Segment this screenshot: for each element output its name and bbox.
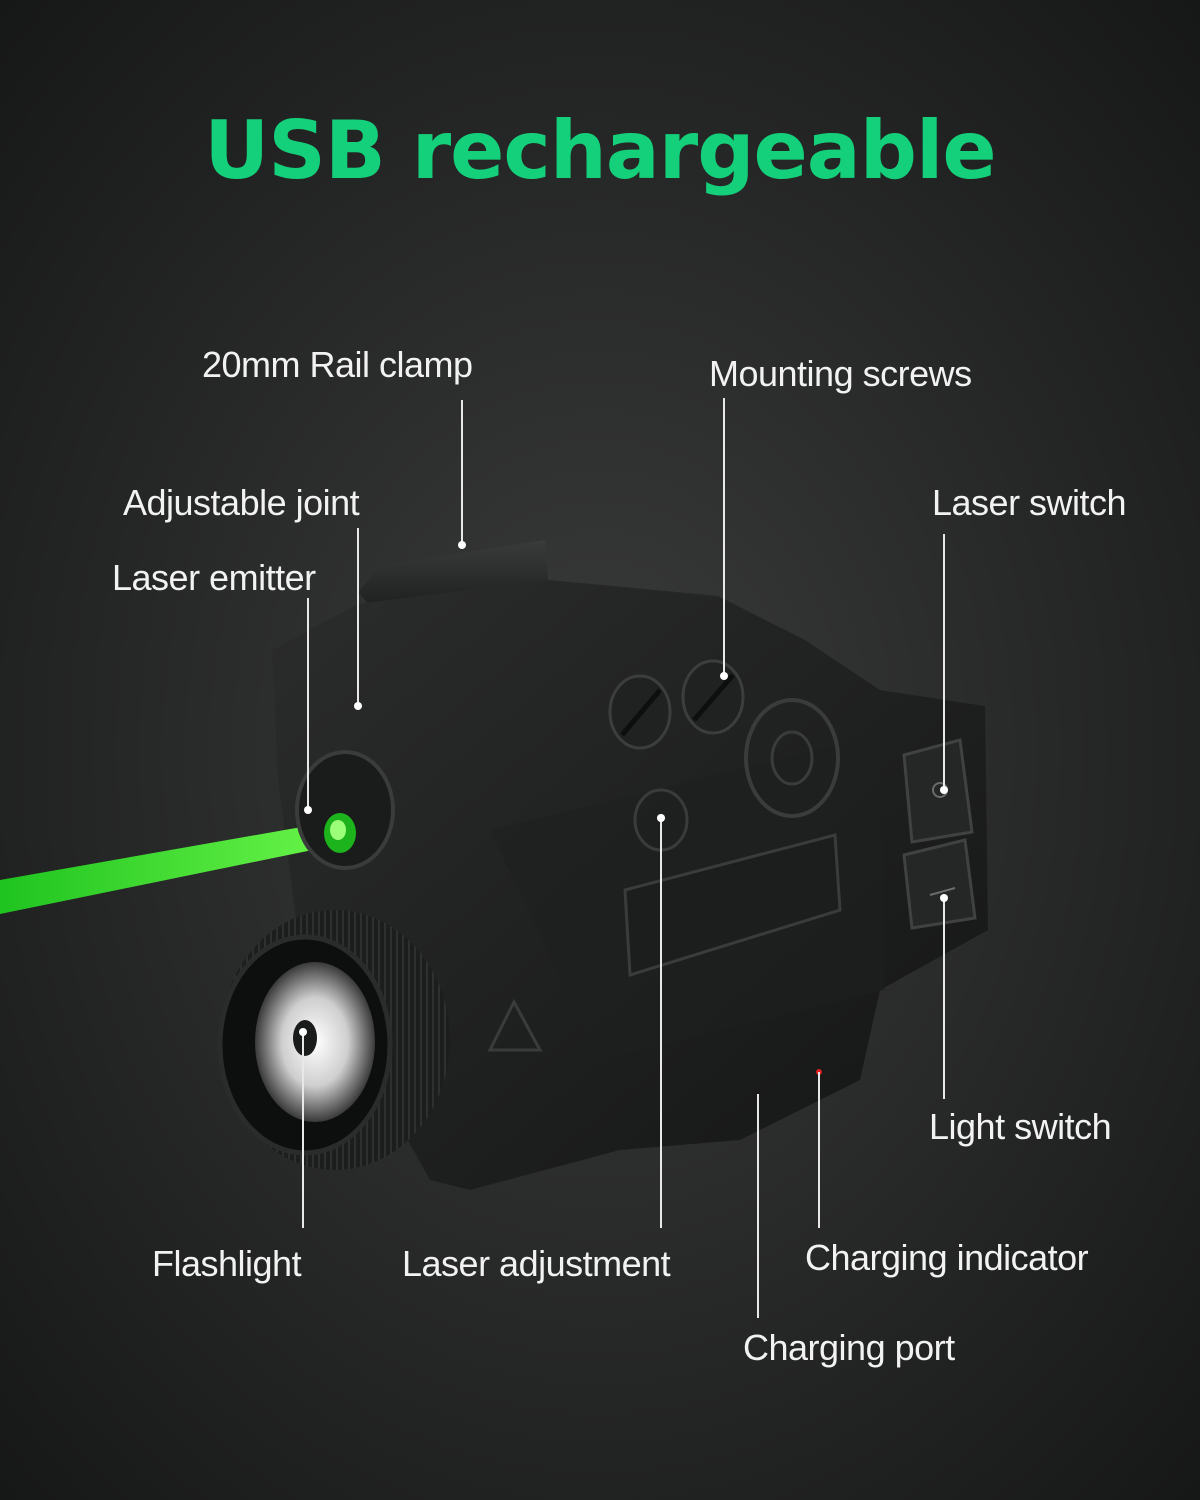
callout-laser-switch: Laser switch [932,482,1127,523]
light-switch-button[interactable] [902,838,977,930]
callout-laser-emitter: Laser emitter [112,557,316,598]
flashlight-icon [217,910,450,1170]
laser-beam [0,822,332,914]
headline: USB rechargeable [204,104,996,197]
mounting-screws-icon [608,659,745,750]
callout-adjustable-joint: Adjustable joint [123,482,360,523]
laser-emitter-icon [295,750,395,870]
laser-switch-button[interactable] [902,738,974,844]
logo-plate [623,833,842,977]
leader-lines [302,398,945,1318]
callout-charging-indicator: Charging indicator [805,1237,1089,1278]
callout-light-switch: Light switch [929,1106,1112,1147]
callout-rail-clamp: 20mm Rail clamp [202,344,473,385]
leader-dots [299,541,948,1036]
hot-warning-icon [487,998,543,1052]
callout-charging-port: Charging port [743,1327,955,1368]
callout-flashlight: Flashlight [152,1243,302,1284]
callout-laser-adjustment: Laser adjustment [402,1243,671,1284]
usa-seal-icon [744,698,840,818]
callout-mounting-screws: Mounting screws [709,353,972,394]
